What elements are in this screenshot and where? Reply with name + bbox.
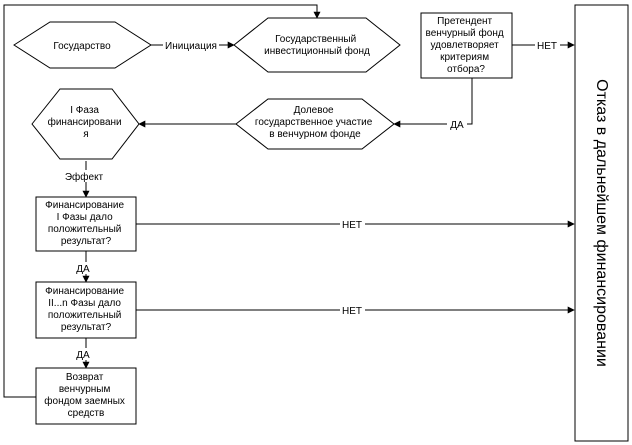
- node-return-text: Возврат венчурным фондом заемных средств: [44, 372, 127, 419]
- node-result2: Финансирование II...n Фазы дало положите…: [35, 281, 137, 339]
- node-refusal-text: Отказ в дальнейшем финансировании: [593, 79, 610, 367]
- label-initiation: Инициация: [165, 41, 217, 52]
- label-yes-result1: ДА: [76, 264, 90, 275]
- node-phase1-text: I Фаза финансировани я: [48, 105, 125, 140]
- node-result2-text: Финансирование II...n Фазы дало положите…: [45, 286, 127, 333]
- edge-yes-criteria: [393, 78, 473, 128]
- node-result1-text: Финансирование I Фазы дало положительный…: [45, 200, 127, 247]
- node-return: Возврат венчурным фондом заемных средств: [35, 367, 137, 425]
- node-state-fund: Государственный инвестиционный фонд: [233, 17, 401, 73]
- node-participation-text: Долевое государственное участие в венчур…: [255, 105, 375, 140]
- node-state: Государство: [13, 21, 152, 69]
- label-effect: Эффект: [65, 171, 104, 183]
- edge-return-loop: [3, 4, 321, 398]
- label-no-result1: НЕТ: [342, 220, 362, 231]
- label-yes-result2: ДА: [76, 350, 90, 361]
- node-participation: Долевое государственное участие в венчур…: [235, 98, 395, 150]
- label-yes-criteria: ДА: [450, 120, 464, 131]
- node-phase1: I Фаза финансировани я: [31, 88, 140, 160]
- node-refusal: Отказ в дальнейшем финансировании: [574, 4, 629, 442]
- node-state-fund-text: Государственный инвестиционный фонд: [264, 34, 370, 57]
- node-state-text: Государство: [53, 41, 111, 52]
- node-result1: Финансирование I Фазы дало положительный…: [35, 196, 137, 252]
- label-no-result2: НЕТ: [342, 306, 362, 317]
- node-criteria-text: Претендент венчурный фонд удовлетворяет …: [426, 16, 507, 75]
- label-no-criteria: НЕТ: [537, 41, 557, 52]
- node-criteria: Претендент венчурный фонд удовлетворяет …: [420, 12, 513, 79]
